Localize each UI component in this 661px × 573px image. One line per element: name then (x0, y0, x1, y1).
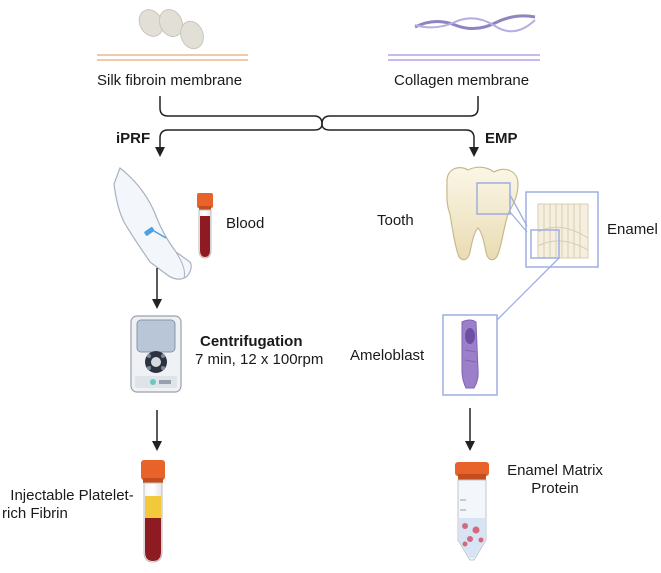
arm-icon (113, 167, 192, 280)
tooth-label: Tooth (377, 212, 414, 229)
iprf-product-line2: rich Fibrin (2, 505, 68, 522)
iprf-tube-icon (141, 460, 165, 563)
zoom-connector-lines (496, 194, 560, 321)
blood-tube-icon (197, 193, 213, 259)
centrifuge-icon (130, 315, 182, 393)
enamel-label: Enamel (607, 221, 658, 238)
silk-fibroin-membrane-label: Silk fibroin membrane (97, 72, 243, 89)
ameloblast-label: Ameloblast (350, 347, 425, 364)
emp-branch-title: EMP (485, 130, 518, 147)
collagen-membrane-label: Collagen membrane (394, 72, 530, 89)
silk-cocoons-icon (138, 8, 204, 50)
merge-bracket-connector (155, 96, 479, 157)
tooth-enamel-callout-box (476, 182, 511, 215)
emp-product-line2: Protein (531, 480, 579, 497)
silk-membrane-line (97, 54, 248, 61)
emp-product-label: Enamel Matrix Protein (490, 462, 620, 498)
emp-tube-icon (455, 462, 489, 561)
iprf-branch-title: iPRF (116, 130, 151, 147)
collagen-fiber-icon (414, 14, 536, 33)
collagen-membrane-line (388, 54, 540, 61)
iprf-product-label: Injectable Platelet- rich Fibrin (2, 487, 142, 523)
iprf-product-line1: Injectable Platelet- (10, 487, 134, 504)
centrifugation-title: Centrifugation (200, 333, 303, 350)
emp-product-line1: Enamel Matrix (507, 462, 603, 479)
centrifugation-params: 7 min, 12 x 100rpm (195, 351, 324, 368)
ameloblast-icon (442, 314, 498, 396)
enamel-zoom-icon (525, 191, 599, 268)
blood-label: Blood (226, 215, 265, 232)
